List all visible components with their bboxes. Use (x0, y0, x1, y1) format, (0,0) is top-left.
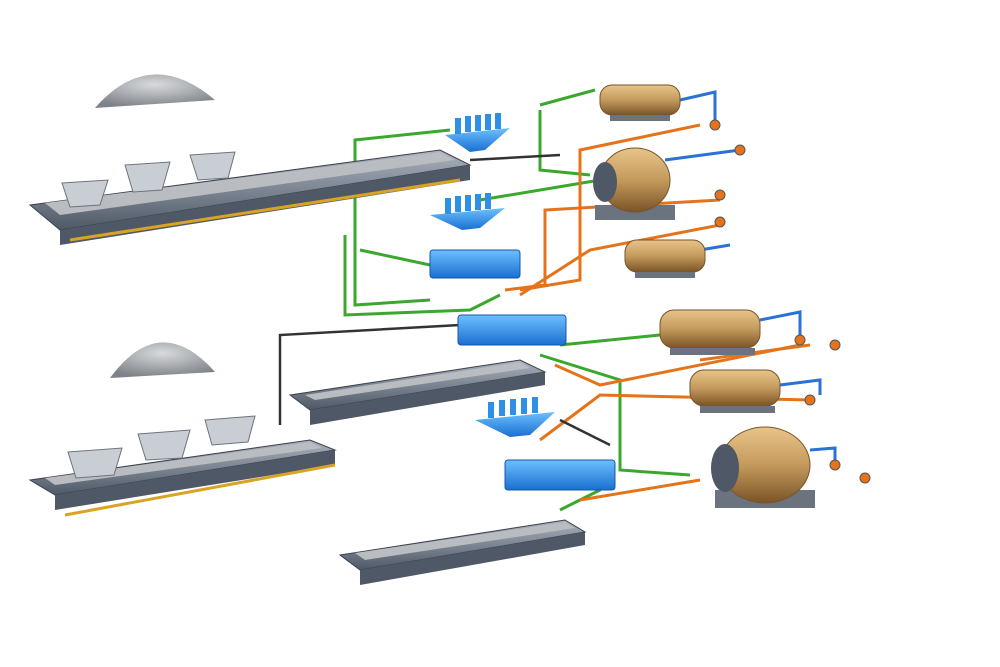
pipe-black (559, 418, 611, 447)
pipe-green (539, 88, 596, 107)
pipe-orange (519, 223, 721, 297)
pipe-orange (554, 343, 801, 387)
ball-mill-icon (599, 84, 681, 121)
valve-icon (804, 394, 816, 406)
pipe-blue (759, 310, 802, 335)
pipe-green (353, 128, 451, 307)
pipe-green (539, 353, 691, 477)
conveyor-middle (288, 359, 547, 425)
pipe-orange (519, 123, 701, 292)
pipes-green (343, 88, 691, 512)
valve-icon (829, 459, 841, 471)
valve-icon (859, 472, 871, 484)
bucket-icon (204, 415, 256, 446)
conveyor-bottom (338, 519, 587, 585)
valve-icon (794, 334, 806, 346)
bucket-icon (189, 151, 236, 181)
filter-funnel-icon (445, 113, 510, 152)
pipe-blue (664, 148, 741, 162)
pipe-green (343, 235, 501, 317)
bucket-icon (61, 179, 109, 208)
valve-icon (829, 339, 841, 351)
pipe-blue (679, 90, 717, 120)
ball-mill-icon (624, 239, 706, 278)
pipe-green (538, 110, 591, 177)
conveyor-top-left (28, 149, 472, 245)
pipe-black (278, 323, 461, 425)
valve-icon (714, 189, 726, 201)
ball-mill-icon (659, 309, 761, 355)
bucket-icon (137, 429, 191, 461)
pipe-blue (779, 378, 822, 395)
manifold-icon (504, 459, 616, 491)
filter-funnel-icon (475, 397, 555, 437)
ore-pile-icon (95, 74, 215, 108)
pipe-green (359, 248, 431, 267)
drum-mill-icon (711, 426, 815, 508)
manifold-icon (457, 314, 567, 346)
pipe-black (469, 153, 561, 162)
pipe-blue (809, 446, 837, 462)
bucket-icon (67, 447, 123, 479)
ore-pile-icon (110, 342, 215, 378)
bucket-icon (124, 161, 171, 193)
valve-icon (734, 144, 746, 156)
valve-icon (709, 119, 721, 131)
valve-icon (714, 216, 726, 228)
manifold-icon (429, 249, 521, 279)
pipes-black (278, 153, 611, 447)
drum-mill-icon (593, 147, 675, 220)
filter-funnel-icon (430, 193, 505, 230)
pipe-orange (579, 478, 701, 502)
pipe-green (559, 333, 661, 347)
pipe-green (479, 178, 601, 202)
ball-mill-icon (689, 369, 781, 413)
